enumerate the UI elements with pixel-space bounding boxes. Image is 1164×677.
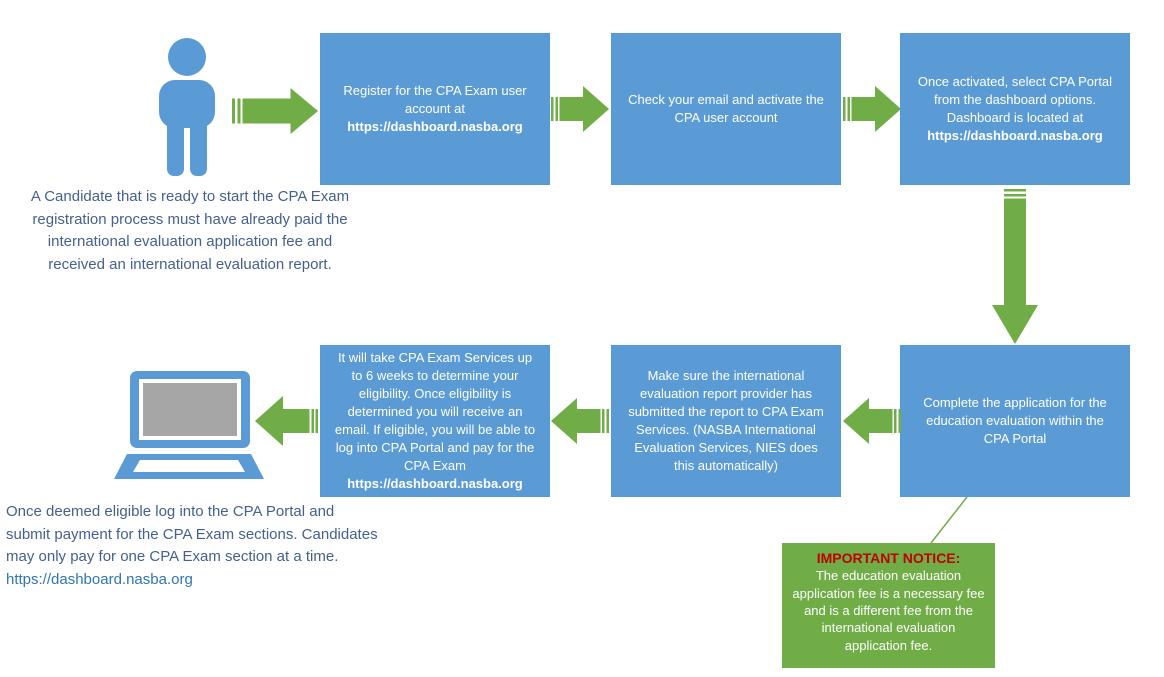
candidate-caption: A Candidate that is ready to start the C… — [30, 188, 350, 273]
step-box-register: Register for the CPA Exam user account a… — [320, 33, 550, 185]
notice-connector-line — [930, 496, 968, 544]
important-notice-box: IMPORTANT NOTICE: The education evaluati… — [782, 543, 995, 668]
step-text: Complete the application for the educati… — [923, 395, 1107, 446]
arrow-left-application-to-report — [843, 398, 901, 444]
arrow-left-report-to-eligibility — [551, 398, 609, 444]
step-text: Register for the CPA Exam user account a… — [343, 83, 527, 117]
step-box-report-submitted: Make sure the international evaluation r… — [611, 345, 841, 497]
step-text: Check your email and activate the CPA us… — [628, 92, 824, 125]
arrow-right-person-to-register — [232, 88, 318, 134]
dashboard-link[interactable]: https://dashboard.nasba.org — [6, 570, 193, 588]
step-box-eligibility: It will take CPA Exam Services up to 6 w… — [320, 345, 550, 497]
arrow-right-register-to-activate — [551, 86, 609, 132]
payment-caption-text: Once deemed eligible log into the CPA Po… — [6, 503, 378, 565]
notice-body: The education evaluation application fee… — [792, 568, 985, 653]
step-url: https://dashboard.nasba.org — [347, 118, 523, 134]
step-text: It will take CPA Exam Services up to 6 w… — [334, 350, 536, 473]
payment-caption: Once deemed eligible log into the CPA Po… — [6, 501, 378, 591]
step-text: Make sure the international evaluation r… — [628, 368, 824, 473]
step-box-complete-application: Complete the application for the educati… — [900, 345, 1130, 497]
candidate-person-icon — [152, 38, 222, 183]
step-box-activate: Check your email and activate the CPA us… — [611, 33, 841, 185]
step-url: https://dashboard.nasba.org — [347, 475, 523, 491]
step-url: https://dashboard.nasba.org — [927, 127, 1103, 143]
step-box-select-portal: Once activated, select CPA Portal from t… — [900, 33, 1130, 185]
arrow-down-portal-to-application — [992, 189, 1038, 344]
laptop-icon — [114, 371, 264, 488]
step-text: Once activated, select CPA Portal from t… — [917, 74, 1113, 125]
arrow-left-eligibility-to-laptop — [255, 396, 318, 446]
notice-title: IMPORTANT NOTICE: — [816, 550, 961, 566]
arrow-right-activate-to-portal — [843, 86, 901, 132]
